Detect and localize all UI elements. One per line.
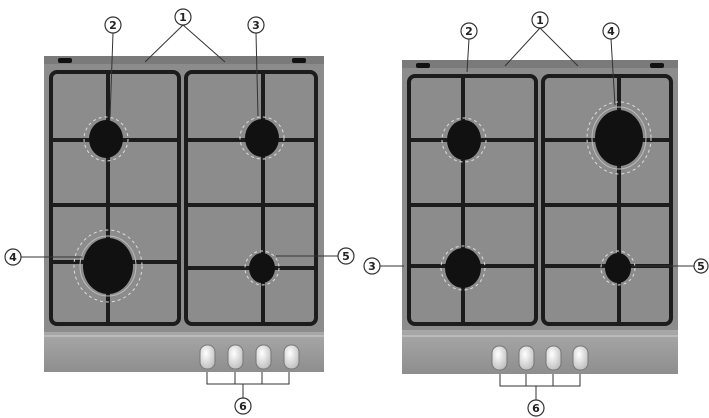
control-knob-icon <box>518 345 535 371</box>
control-knob-icon <box>545 345 562 371</box>
control-knob-icon <box>227 344 244 370</box>
right-hob-top-clip-left <box>416 63 430 68</box>
burner-icon <box>73 229 143 303</box>
callout-label: 6 <box>239 400 247 413</box>
left-hob <box>44 56 324 372</box>
burner-icon <box>586 101 652 175</box>
callout-6: 6 <box>527 399 545 417</box>
burner-icon <box>600 250 636 286</box>
callout-2: 2 <box>460 22 478 40</box>
callout-3: 3 <box>247 16 265 34</box>
callout-1: 1 <box>174 8 192 26</box>
callout-5: 5 <box>337 247 355 265</box>
left-hob-top-clip-left <box>58 58 72 63</box>
left-hob-top-clip-right <box>292 58 306 63</box>
callout-6: 6 <box>234 397 252 415</box>
leader-lines <box>20 24 695 400</box>
left-hob-control-panel <box>44 332 324 372</box>
right-hob <box>402 60 678 374</box>
burner-icon <box>440 245 486 291</box>
left-hob-top-edge <box>44 56 324 66</box>
callout-4: 4 <box>602 22 620 40</box>
left-hob-knobs <box>199 344 300 370</box>
callout-label: 4 <box>607 25 615 38</box>
callout-2: 2 <box>104 16 122 34</box>
callout-label: 4 <box>9 251 17 264</box>
callout-5: 5 <box>693 258 709 274</box>
callout-label: 3 <box>368 260 376 273</box>
control-knob-icon <box>572 345 589 371</box>
callout-3: 3 <box>363 257 381 275</box>
right-hob-top-clip-right <box>650 63 664 68</box>
control-knob-icon <box>491 345 508 371</box>
burner-icon <box>244 250 280 286</box>
callout-label: 2 <box>465 25 473 38</box>
control-knob-icon <box>255 344 272 370</box>
callout-label: 5 <box>697 260 705 273</box>
control-knob-icon <box>199 344 216 370</box>
callouts: 1 2 3 4 5 6 1 2 <box>4 8 709 417</box>
callout-label: 6 <box>532 402 540 415</box>
callout-label: 1 <box>536 14 544 27</box>
right-hob-top-edge <box>402 60 678 70</box>
right-hob-knobs <box>491 345 589 371</box>
callout-label: 1 <box>179 11 187 24</box>
burner-icon <box>83 116 129 162</box>
callout-4: 4 <box>4 248 22 266</box>
callout-label: 3 <box>252 19 260 32</box>
callout-1: 1 <box>531 11 549 29</box>
burner-icon <box>239 116 285 160</box>
callout-label: 2 <box>109 19 117 32</box>
right-hob-control-panel <box>402 330 678 374</box>
control-knob-icon <box>283 344 300 370</box>
burner-icon <box>441 117 487 163</box>
callout-label: 5 <box>342 250 350 263</box>
right-hob-plate <box>402 68 678 330</box>
